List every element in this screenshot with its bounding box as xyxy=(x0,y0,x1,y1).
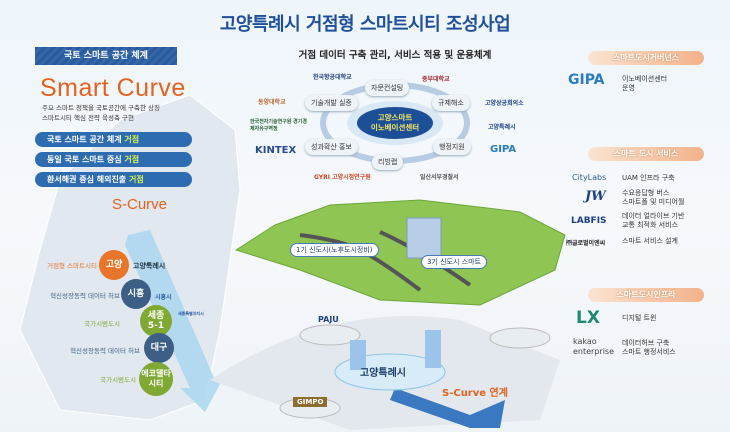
kakao-enterprise-logo: kakao enterprise xyxy=(573,337,615,356)
hub-ellipse xyxy=(357,107,433,139)
node-living-lab: 리빙랩 xyxy=(372,154,404,170)
global-enc-logo: ㈜글로벌이엔씨 xyxy=(566,240,606,247)
logo-gipa: GIPA xyxy=(490,144,517,155)
node-promotion: 성과확산 홍보 xyxy=(305,139,358,155)
node-consulting: 자문컨설팅 xyxy=(365,80,410,96)
pill-highlight: 거점 xyxy=(124,135,140,144)
gipa-logo: GIPA xyxy=(568,72,605,88)
infra-header: 스마트도시인프라 xyxy=(588,288,704,302)
governance-text: 이노베이션센터 운영 xyxy=(622,75,668,92)
national-space-banner: 국토 스마트 공간 체계 xyxy=(35,47,177,65)
service-text: 스마트 서비스 설계 xyxy=(622,237,678,245)
city-label: 국가시범도시 xyxy=(100,376,136,384)
city-label: 혁신성장동력 데이터 허브 xyxy=(70,347,140,355)
governance-header: 스마트도시거버넌스 xyxy=(588,51,704,65)
city-circle-daegu: 대구 xyxy=(144,333,174,363)
partner-city-platform xyxy=(489,327,551,349)
s-curve-title: S-Curve xyxy=(112,196,168,213)
services-header: 스마트 도시 서비스 xyxy=(588,147,704,161)
node-tech-demo: 기술개발 실증 xyxy=(305,95,358,111)
siheung-logo: 시흥시 xyxy=(155,294,172,301)
hub-pill: 국토 스마트 공간 체계 거점 xyxy=(35,132,192,147)
building xyxy=(406,217,442,259)
page-title: 고양특례시 거점형 스마트시티 조성사업 xyxy=(219,14,511,35)
service-text: 데이터 얼라이브 기반 교통 최적화 서비스 xyxy=(622,212,685,229)
s-curve-link-arrow xyxy=(390,388,505,428)
jw-logo: JW xyxy=(585,189,606,204)
hub-pill: 동일 국토 스마트 중심 거점 xyxy=(35,152,192,167)
pill-text: 국토 스마트 공간 체계 xyxy=(47,135,122,144)
pill-text: 환서해권 중심 해외진출 xyxy=(47,175,127,184)
city-label: 국가시범도시 xyxy=(84,320,120,328)
goyang-logo: 고양특례시 xyxy=(133,262,166,270)
logo-kintex: KINTEX xyxy=(255,145,297,156)
node-admin-support: 행정지원 xyxy=(433,139,471,155)
city-circle-sejong: 세종 5-1 xyxy=(140,305,172,337)
logo-goyang: 고양특례시 xyxy=(488,124,516,131)
sejong-logo: 세종특별자치시 xyxy=(178,311,204,316)
city-circle-ecodelta: 에코델타 시티 xyxy=(139,362,173,396)
citylabs-logo: CityLabs xyxy=(572,173,607,182)
paju-platform xyxy=(299,324,361,346)
smart-curve-desc: 주요 스마트 정책을 국토공간에 구축한 상징 스마트시티 핵심 전략 육성축 … xyxy=(42,103,222,123)
node-regulation: 규제해소 xyxy=(432,95,470,111)
hub-pill: 환서해권 중심 해외진출 거점 xyxy=(35,172,192,187)
pill-text: 동일 국토 스마트 중심 xyxy=(47,155,122,164)
smart-curve-title: Smart Curve xyxy=(40,74,186,102)
platform-goyang-label: 고양특례시 xyxy=(360,368,406,379)
logo-police: 일산서부경찰서 xyxy=(420,174,459,181)
city-circle-goyang: 고양 xyxy=(99,250,129,280)
logo-dongyang: 동양대학교 xyxy=(258,99,286,106)
infra-text: 데이터허브 구축 스마트 행정서비스 xyxy=(622,339,676,356)
label-3rd-new-town: 3기 신도시 스마트 xyxy=(421,255,487,269)
logo-chamber: 고양상공회의소 xyxy=(485,100,524,107)
center-subtitle: 거점 데이터 구축 관리, 서비스 적용 및 운용체계 xyxy=(298,50,492,61)
pill-highlight: 거점 xyxy=(128,175,144,184)
city-terrain xyxy=(234,199,566,306)
gimpo-label: GIMPO xyxy=(293,397,328,407)
building xyxy=(350,340,366,370)
city-label: 거점형 스마트시티 xyxy=(47,262,97,270)
city-label: 혁신성장동력 데이터 허브 xyxy=(50,292,120,300)
pill-highlight: 거점 xyxy=(124,155,140,164)
s-curve-arrow xyxy=(125,230,225,412)
logo-keti: 한국전자기술연구원 경기경제자유구역청 xyxy=(250,119,307,132)
paju-label: PAJU xyxy=(318,315,339,324)
logo-gyri: GYRI 고양시정연구원 xyxy=(314,174,371,181)
labfis-logo: LABFIS xyxy=(571,216,607,226)
label-1st-new-town: 1기 신도시(노후도시정비) xyxy=(290,243,379,257)
s-curve-link-label: S-Curve 연계 xyxy=(442,388,508,399)
city-circle-siheung: 시흥 xyxy=(121,279,151,309)
service-text: 수요응답형 버스 스마트폴 및 미디어월 xyxy=(622,189,685,206)
service-text: UAM 인프라 구축 xyxy=(622,174,675,182)
desc-line: 주요 스마트 정책을 국토공간에 구축한 상징 xyxy=(42,104,160,112)
innovation-center-hub: 고양스마트 이노베이션센터 xyxy=(370,113,420,132)
building xyxy=(425,330,441,368)
lx-logo: LX xyxy=(576,308,600,328)
logo-joongbu: 중부대학교 xyxy=(422,76,450,83)
infra-text: 디지털 트윈 xyxy=(622,314,657,322)
desc-line: 스마트시티 핵심 전략 육성축 구현 xyxy=(42,114,134,122)
logo-kau: 한국항공대학교 xyxy=(313,74,352,81)
